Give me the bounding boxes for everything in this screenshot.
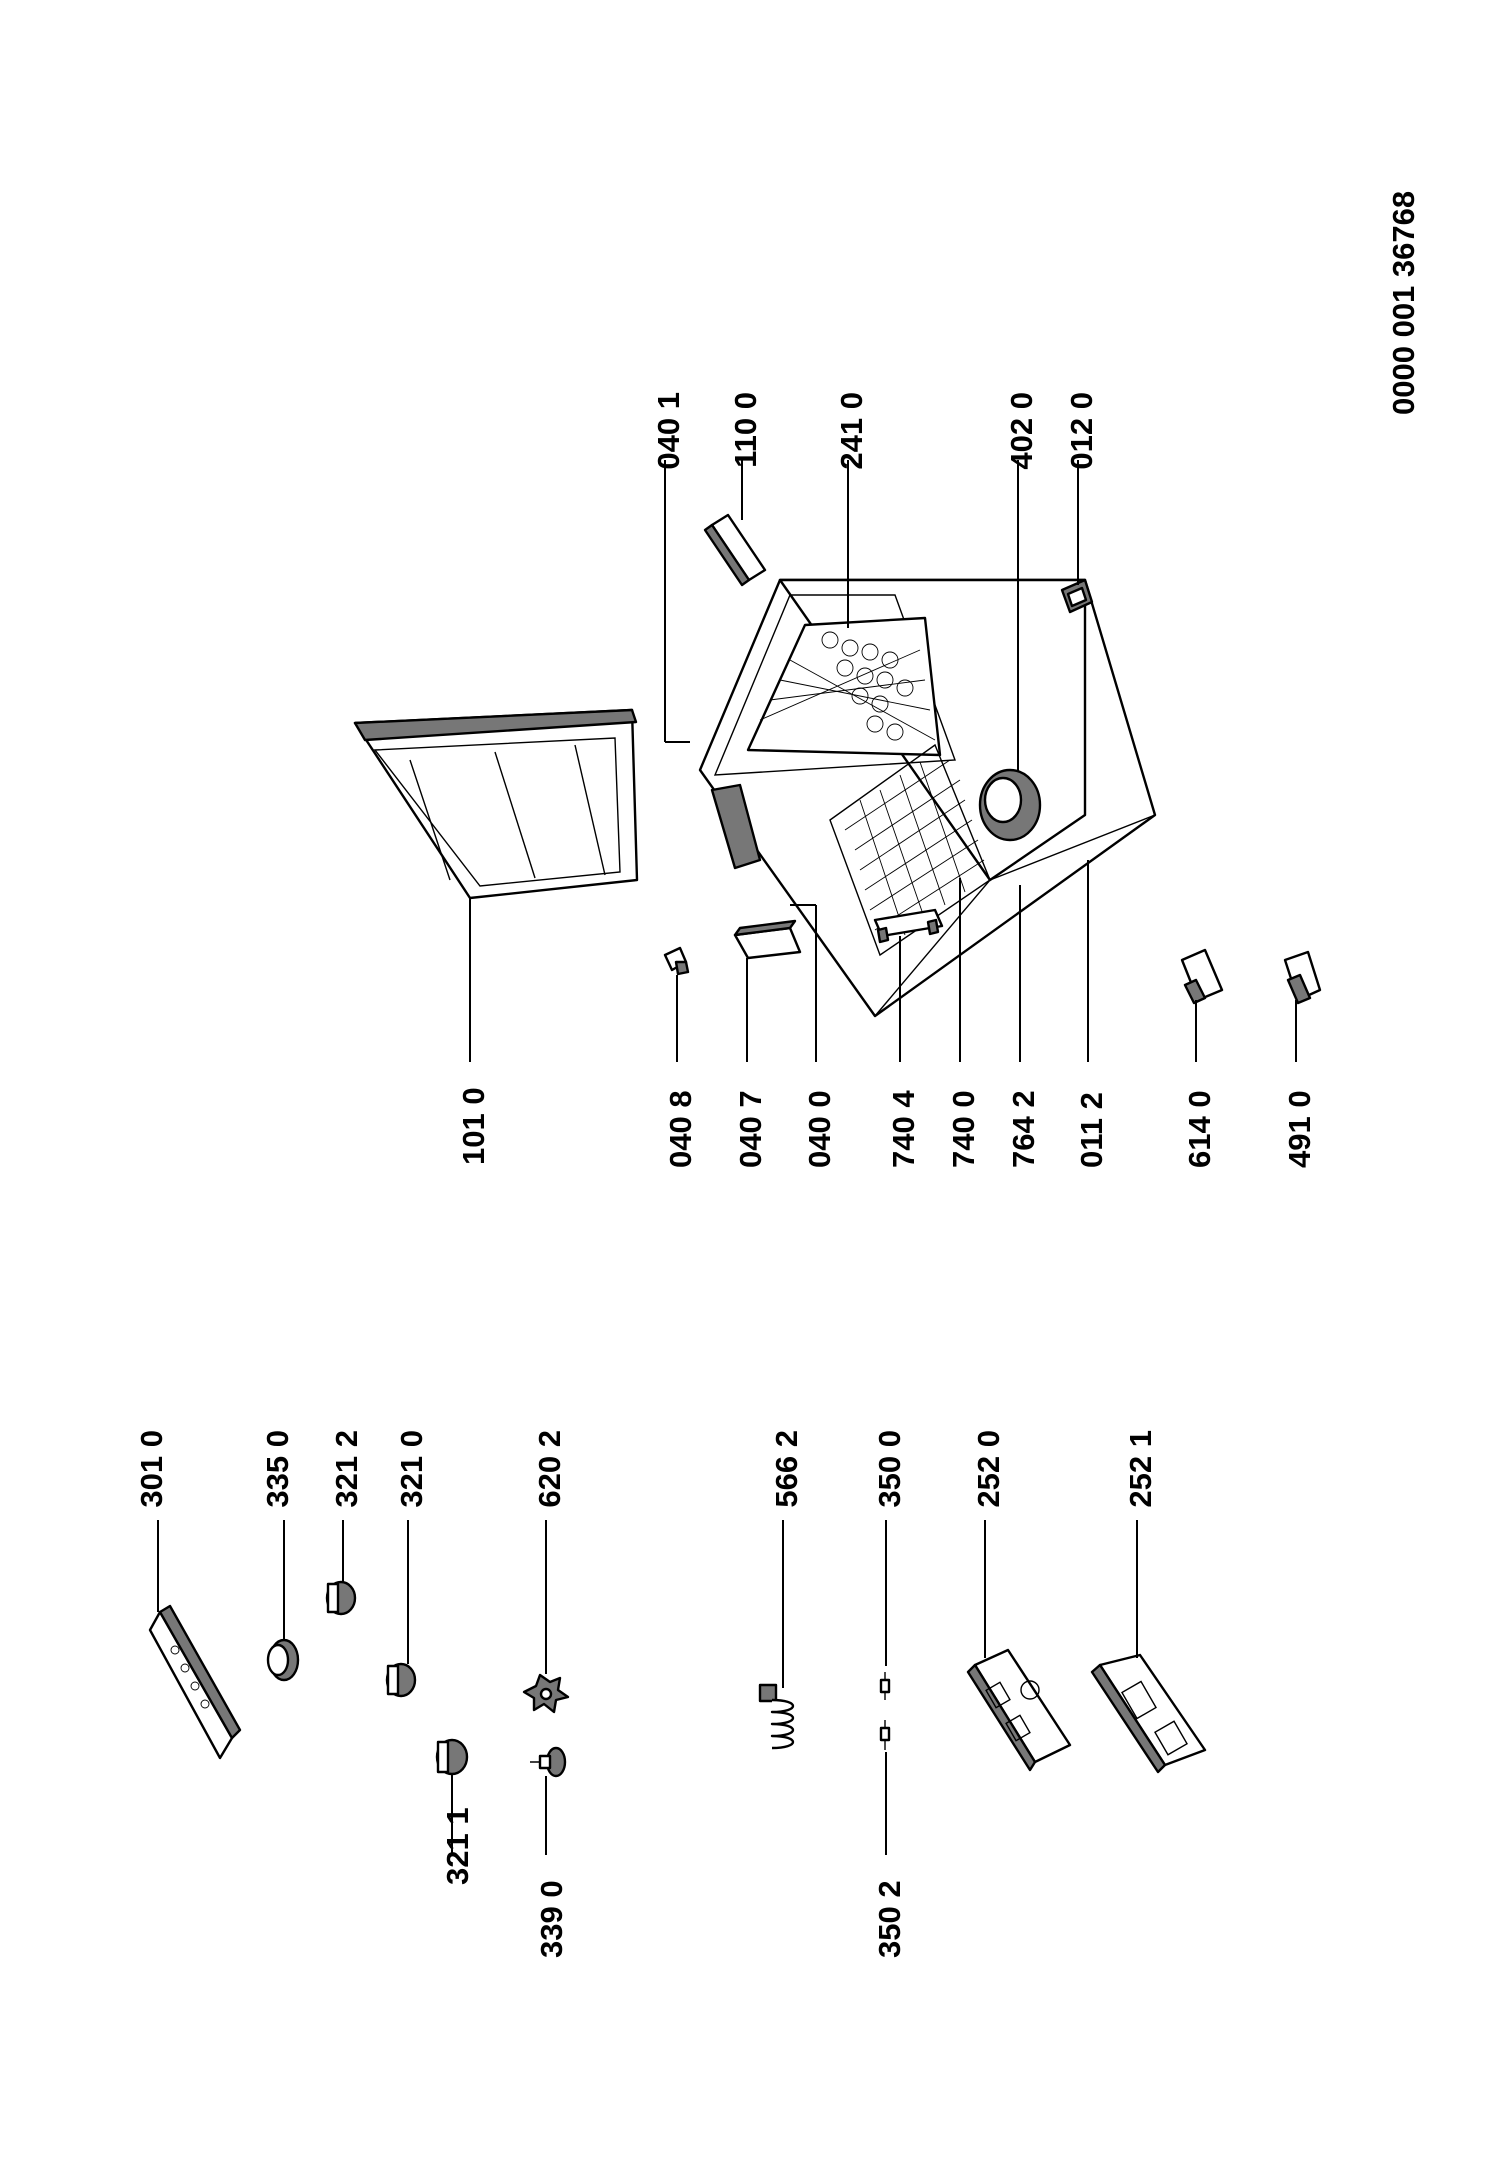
part-relay-housing <box>1090 1653 1207 1774</box>
callout-3390: 339 0 <box>534 1880 569 1958</box>
callout-3210: 321 0 <box>394 1430 429 1508</box>
part-lid <box>353 708 639 900</box>
callout-1100: 110 0 <box>728 392 763 468</box>
part-lamp-3211 <box>435 1738 469 1776</box>
part-pin-3500 <box>879 1672 891 1700</box>
part-cabinet <box>698 578 1157 1018</box>
part-hinge-4910 <box>1283 950 1322 1005</box>
callout-1010: 101 0 <box>456 1087 491 1165</box>
part-lamp-3210 <box>385 1662 417 1698</box>
callout-2520: 252 0 <box>971 1430 1006 1508</box>
callout-3502: 350 2 <box>872 1880 907 1958</box>
callout-3500: 350 0 <box>872 1430 907 1508</box>
part-clip-0408 <box>663 946 690 976</box>
part-control-panel <box>148 1604 242 1760</box>
callout-0401: 040 1 <box>651 392 686 470</box>
callout-2521: 252 1 <box>1123 1430 1158 1508</box>
part-pin <box>530 1746 567 1778</box>
part-knob <box>266 1638 300 1682</box>
callout-6140: 614 0 <box>1182 1090 1217 1168</box>
callout-7400: 740 0 <box>946 1090 981 1168</box>
part-lamp-3212 <box>325 1580 357 1616</box>
callout-2410: 241 0 <box>834 392 869 470</box>
callout-0407: 040 7 <box>733 1090 768 1168</box>
callout-4020: 402 0 <box>1004 392 1039 470</box>
callout-3010: 301 0 <box>134 1430 169 1508</box>
part-hinge-6140 <box>1180 948 1224 1005</box>
callout-3211: 321 1 <box>440 1807 475 1885</box>
callout-0120: 012 0 <box>1064 392 1099 470</box>
callout-0112: 011 2 <box>1074 1092 1109 1168</box>
callout-7404: 740 4 <box>886 1090 921 1168</box>
part-110 <box>703 513 767 587</box>
condenser-grid <box>844 759 985 936</box>
part-spring <box>758 1683 794 1750</box>
part-relay <box>966 1648 1072 1772</box>
callout-0408: 040 8 <box>663 1090 698 1168</box>
part-cover-0407 <box>733 919 802 960</box>
callout-3212: 321 2 <box>329 1430 364 1508</box>
callout-3350: 335 0 <box>260 1430 295 1508</box>
part-star-knob <box>522 1673 570 1714</box>
document-code: 0000 001 36768 <box>1386 191 1421 415</box>
callout-6202: 620 2 <box>532 1430 567 1508</box>
callout-5662: 566 2 <box>769 1430 804 1508</box>
basket-grid <box>821 631 914 741</box>
callout-0400: 040 0 <box>802 1090 837 1168</box>
callout-4910: 491 0 <box>1282 1090 1317 1168</box>
part-bracket-7404 <box>873 908 944 944</box>
part-pin-3502 <box>879 1720 891 1750</box>
callout-7642: 764 2 <box>1006 1090 1041 1168</box>
part-foot-0120 <box>1060 578 1094 614</box>
